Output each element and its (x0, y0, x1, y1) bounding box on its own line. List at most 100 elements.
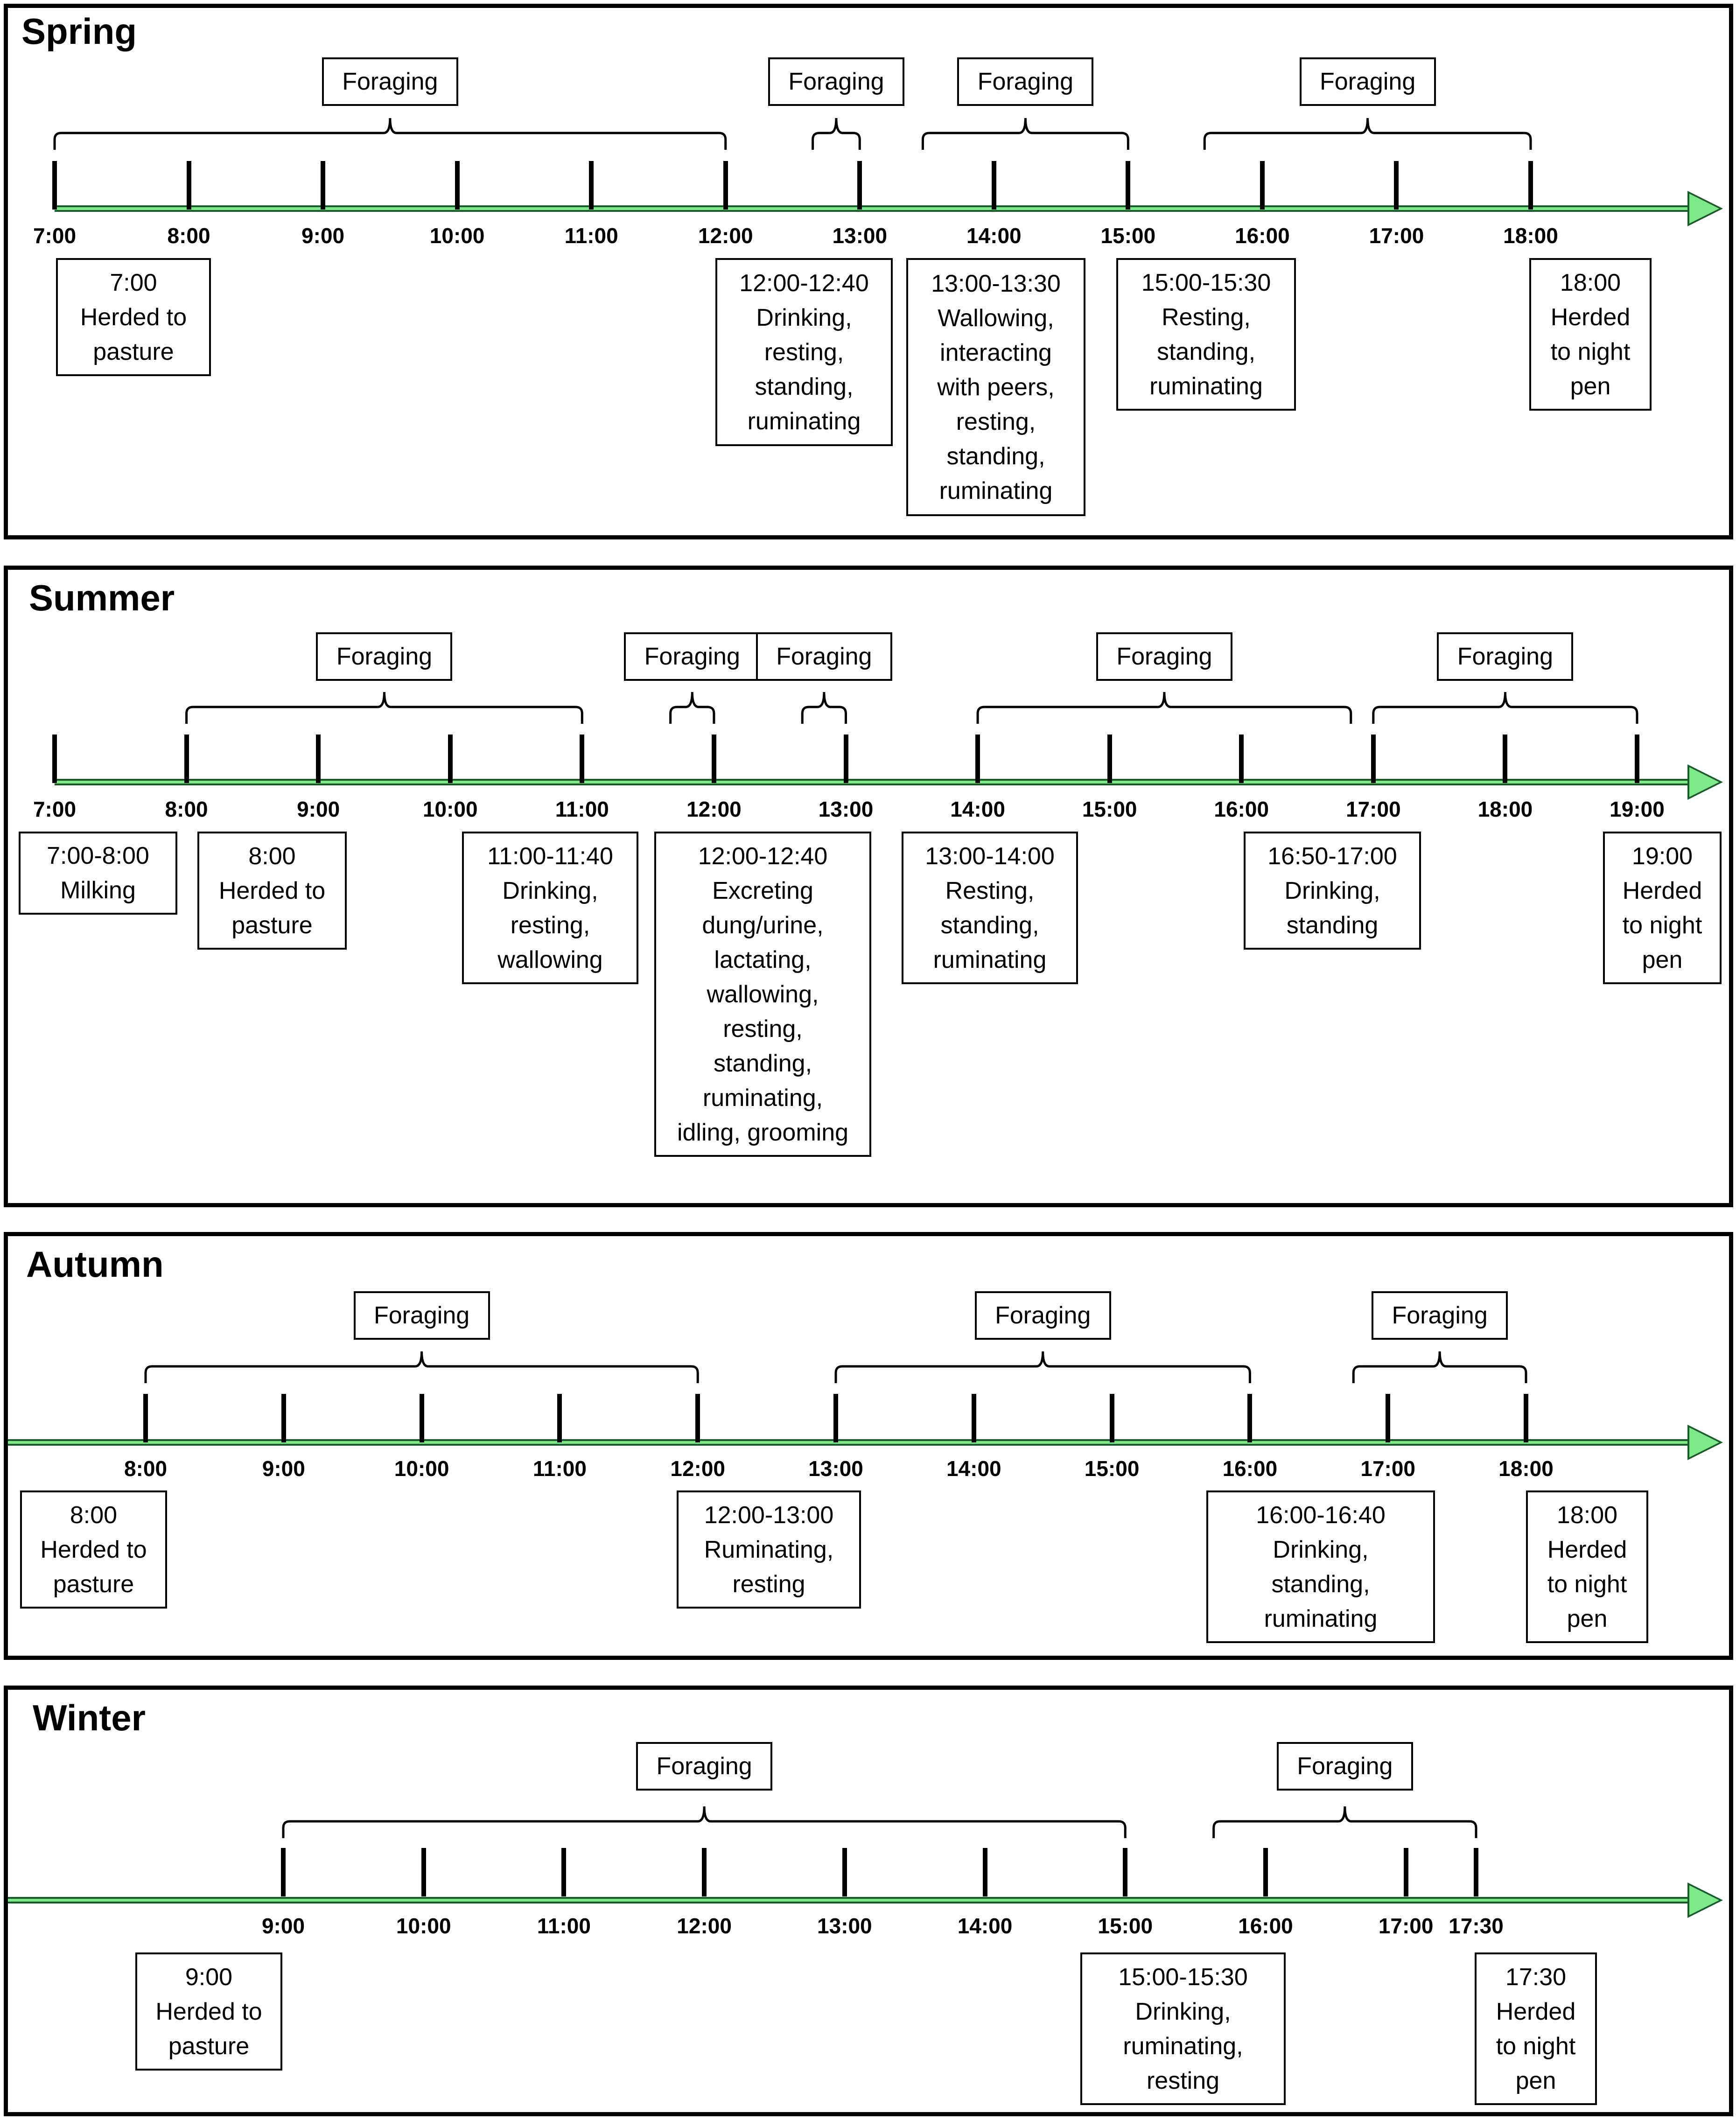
tick-mark (316, 735, 321, 783)
tick-mark (1474, 1848, 1478, 1896)
foraging-label: Foraging (957, 57, 1094, 106)
timeline-arrowhead-fill (1689, 767, 1719, 797)
season-title-autumn: Autumn (26, 1244, 164, 1285)
tick-mark (186, 161, 191, 210)
tick-mark (842, 1848, 847, 1896)
tick-label: 16:00 (1235, 224, 1290, 248)
foraging-label: Foraging (353, 1291, 490, 1340)
tick-mark (723, 161, 728, 210)
event-box: 12:00-12:40 Excreting dung/urine, lactat… (654, 832, 871, 1157)
tick-label: 11:00 (537, 1914, 591, 1938)
tick-mark (702, 1848, 707, 1896)
tick-label: 16:00 (1222, 1456, 1278, 1481)
tick-mark (1635, 735, 1639, 783)
foraging-label: Foraging (322, 57, 458, 106)
tick-mark (52, 161, 57, 210)
timeline-arrowhead-fill (1689, 1885, 1719, 1915)
tick-label: 10:00 (394, 1456, 449, 1481)
foraging-label: Foraging (636, 1742, 773, 1791)
tick-label: 15:00 (1100, 224, 1156, 248)
tick-mark (1394, 161, 1399, 210)
tick-label: 17:00 (1369, 224, 1424, 248)
tick-mark (1239, 735, 1244, 783)
tick-label: 12:00 (677, 1914, 732, 1938)
tick-mark (991, 161, 996, 210)
tick-label: 12:00 (670, 1456, 726, 1481)
tick-label: 12:00 (698, 224, 753, 248)
tick-mark (448, 735, 453, 783)
foraging-label: Foraging (1437, 632, 1574, 681)
tick-mark (1371, 735, 1376, 783)
tick-label: 16:00 (1238, 1914, 1293, 1938)
tick-label: 19:00 (1610, 797, 1665, 821)
foraging-label: Foraging (624, 632, 761, 681)
tick-label: 12:00 (686, 797, 742, 821)
tick-mark (184, 735, 189, 783)
tick-label: 8:00 (167, 224, 210, 248)
foraging-brace (1372, 692, 1638, 724)
season-title-spring: Spring (21, 11, 137, 52)
tick-label: 15:00 (1082, 797, 1137, 821)
tick-mark (1109, 1394, 1114, 1442)
event-box: 15:00-15:30 Resting, standing, ruminatin… (1116, 258, 1296, 411)
foraging-label: Foraging (1372, 1291, 1508, 1340)
tick-label: 13:00 (808, 1456, 863, 1481)
foraging-label: Foraging (1276, 1742, 1413, 1791)
tick-label: 18:00 (1503, 224, 1558, 248)
foraging-brace (801, 692, 847, 724)
tick-label: 14:00 (966, 224, 1022, 248)
foraging-brace (834, 1351, 1251, 1383)
event-box: 15:00-15:30 Drinking, ruminating, restin… (1080, 1952, 1286, 2105)
tick-label: 8:00 (124, 1456, 168, 1481)
tick-mark (843, 735, 848, 783)
foraging-brace (921, 118, 1129, 150)
foraging-brace (1352, 1351, 1527, 1383)
tick-label: 8:00 (165, 797, 208, 821)
foraging-brace (53, 118, 727, 150)
tick-label: 13:00 (817, 1914, 872, 1938)
tick-mark (1263, 1848, 1268, 1896)
tick-mark (52, 735, 57, 783)
tick-label: 7:00 (33, 797, 77, 821)
tick-mark (281, 1848, 286, 1896)
tick-mark (557, 1394, 562, 1442)
tick-label: 10:00 (422, 797, 478, 821)
event-box: 9:00 Herded to pasture (135, 1952, 282, 2071)
event-box: 8:00 Herded to pasture (20, 1490, 167, 1609)
foraging-label: Foraging (768, 57, 904, 106)
event-box: 16:00-16:40 Drinking, standing, ruminati… (1206, 1490, 1435, 1643)
tick-mark (143, 1394, 148, 1442)
tick-label: 10:00 (396, 1914, 451, 1938)
tick-mark (419, 1394, 424, 1442)
foraging-brace (1212, 1806, 1477, 1838)
season-title-winter: Winter (33, 1697, 146, 1738)
event-box: 17:30 Herded to night pen (1475, 1952, 1597, 2105)
tick-mark (857, 161, 862, 210)
tick-mark (833, 1394, 838, 1442)
event-box: 12:00-12:40 Drinking, resting, standing,… (715, 258, 893, 446)
tick-label: 17:00 (1346, 797, 1401, 821)
tick-label: 17:30 (1449, 1914, 1504, 1938)
tick-mark (455, 161, 460, 210)
tick-label: 14:00 (957, 1914, 1013, 1938)
event-box: 7:00-8:00 Milking (19, 832, 177, 915)
event-box: 19:00 Herded to night pen (1603, 832, 1722, 984)
tick-mark (982, 1848, 987, 1896)
tick-label: 11:00 (532, 1456, 587, 1481)
tick-label: 13:00 (832, 224, 888, 248)
tick-mark (1503, 735, 1508, 783)
foraging-brace (1203, 118, 1532, 150)
timeline-axis (8, 1897, 1689, 1903)
foraging-label: Foraging (756, 632, 892, 681)
tick-label: 9:00 (301, 224, 345, 248)
timeline-axis (55, 205, 1689, 212)
foraging-brace (282, 1806, 1127, 1838)
event-box: 13:00-14:00 Resting, standing, ruminatin… (902, 832, 1078, 984)
event-box: 18:00 Herded to night pen (1526, 1490, 1648, 1643)
foraging-label: Foraging (974, 1291, 1111, 1340)
tick-mark (421, 1848, 426, 1896)
tick-label: 18:00 (1477, 797, 1533, 821)
tick-mark (975, 735, 980, 783)
